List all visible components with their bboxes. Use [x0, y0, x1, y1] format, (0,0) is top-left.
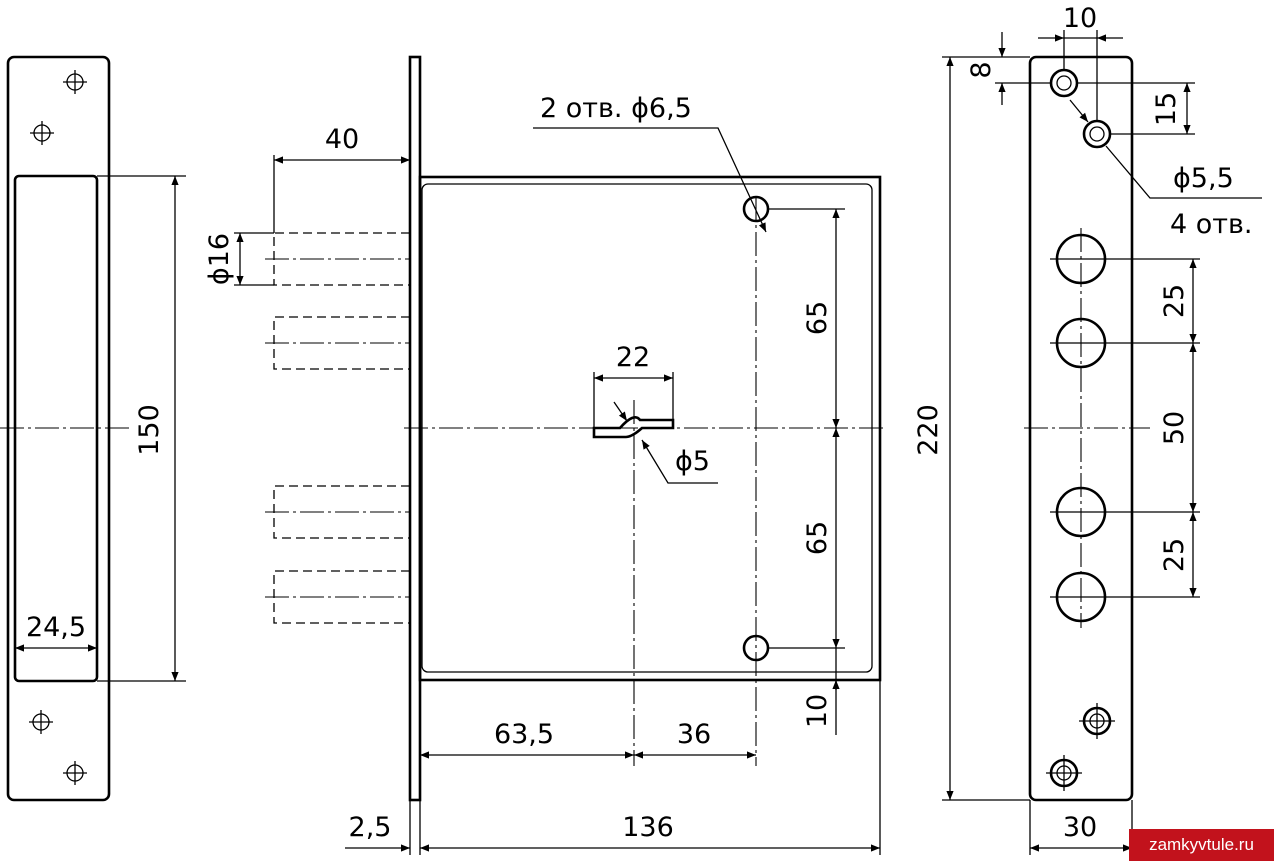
faceplate-screw-hole-3 — [1079, 703, 1115, 739]
backset-label: 63,5 — [494, 719, 554, 750]
bolt-1 — [265, 232, 410, 286]
screw-count-label: 4 отв. — [1170, 209, 1253, 240]
bottom-offset-label: 10 — [802, 694, 833, 728]
faceplate-width-label: 30 — [1063, 812, 1097, 843]
faceplate-screw-hole-4 — [1046, 755, 1082, 791]
screw-spacing-label: 15 — [1151, 92, 1182, 126]
spindle-hole-arrow — [613, 401, 628, 422]
faceplate-height-label: 220 — [913, 404, 944, 456]
strike-plate: 24,5 150 — [0, 55, 186, 802]
faceplate-screw-hole-1 — [1049, 68, 1079, 98]
strike-screw-hole-2 — [30, 121, 54, 145]
mount-holes-label: 2 отв. ϕ6,5 — [540, 93, 692, 124]
bolt-diameter-label: ϕ16 — [204, 233, 235, 285]
plate-thickness-label: 2,5 — [349, 812, 392, 843]
watermark-badge: zamkyvtule.ru — [1129, 829, 1274, 861]
strike-height-label: 150 — [134, 404, 165, 456]
strike-screw-hole-1 — [63, 70, 87, 94]
bolt-3 — [265, 485, 410, 539]
upper-spacing-label: 65 — [802, 301, 833, 335]
strike-screw-hole-3 — [29, 710, 53, 734]
spindle-hole-leader — [641, 439, 718, 484]
screw-diameter-leader — [1105, 145, 1262, 199]
bolt-projection-label: 40 — [325, 124, 359, 155]
bolt-pitch-mid-label: 50 — [1159, 411, 1190, 445]
mount-holes-leader — [533, 127, 767, 233]
top-offset-b-label: 8 — [966, 61, 997, 78]
bolt-4 — [265, 570, 410, 624]
spindle-width-label: 22 — [616, 342, 650, 373]
faceplate-screw-hole-2 — [1082, 119, 1112, 149]
screw-diameter-label: ϕ5,5 — [1173, 163, 1234, 194]
faceplate: 25 50 25 220 10 8 15 ϕ5,5 4 отв. — [913, 3, 1262, 855]
lower-spacing-label: 65 — [802, 521, 833, 555]
spindle-hole-label: ϕ5 — [675, 446, 710, 477]
lock-body: 40 ϕ16 2 отв. ϕ6,5 65 65 10 22 — [204, 55, 886, 855]
screw-diameter-arrow — [1069, 99, 1089, 123]
case-depth-label: 136 — [622, 812, 674, 843]
strike-screw-hole-4 — [63, 761, 87, 785]
hole-offset-label: 36 — [677, 719, 711, 750]
bolt-pitch-bottom-label: 25 — [1159, 538, 1190, 572]
bolt-2 — [265, 316, 410, 370]
strike-width-label: 24,5 — [26, 612, 86, 643]
top-offset-a-label: 10 — [1063, 3, 1097, 34]
bolt-pitch-top-label: 25 — [1159, 284, 1190, 318]
